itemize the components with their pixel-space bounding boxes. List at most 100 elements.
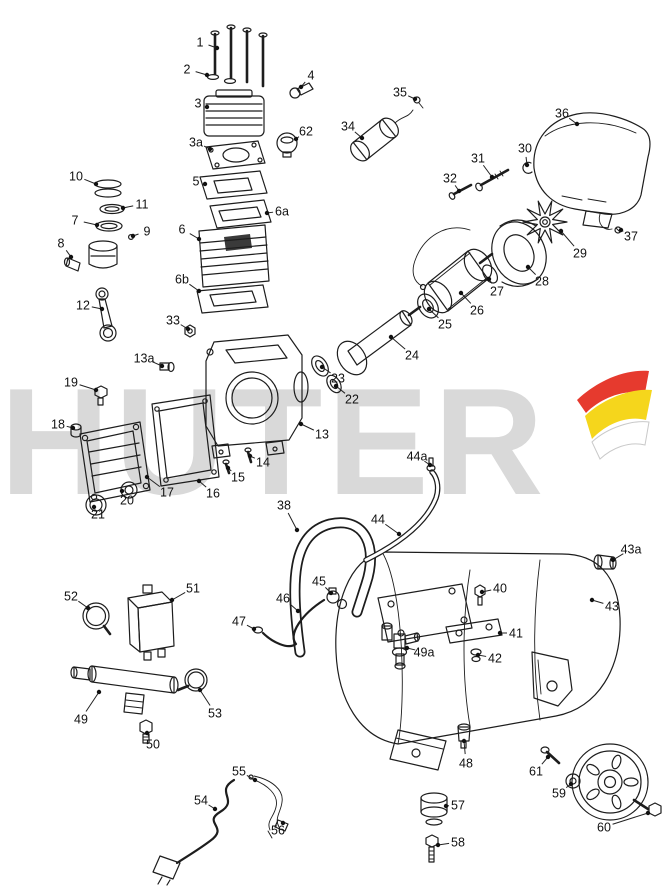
leader-line-17 [146, 476, 161, 488]
leader-line-49 [85, 691, 100, 712]
part-label-32: 32 [443, 172, 457, 186]
part-label-4: 4 [308, 69, 315, 83]
part-label-6: 6 [179, 223, 186, 237]
part-24-crankshaft [336, 305, 422, 376]
part-label-58: 58 [451, 836, 465, 850]
part-label-19: 19 [64, 376, 78, 390]
part-label-31: 31 [471, 152, 485, 166]
leader-dot-34 [359, 135, 365, 141]
part-label-62: 62 [299, 125, 313, 139]
part-11-piston-ring [99, 203, 125, 215]
part-43a-plug [593, 554, 617, 570]
part-40-bolt [474, 584, 486, 606]
part-27-wave-washer [481, 264, 499, 284]
part-label-9: 9 [144, 225, 151, 239]
part-motor-mount-plate [377, 583, 473, 643]
leader-dot-36 [574, 121, 580, 127]
part-49-outlet-manifold [70, 665, 179, 715]
part-label-23: 23 [331, 372, 345, 386]
part-label-43: 43 [605, 600, 619, 614]
part-label-56: 56 [271, 824, 285, 838]
leader-dot-44 [396, 531, 402, 537]
leader-dot-43a [610, 557, 616, 563]
leader-dot-25 [426, 306, 432, 312]
part-5-valve-plate [199, 170, 268, 200]
leader-dot-18 [70, 425, 76, 431]
part-label-29: 29 [573, 247, 587, 261]
part-label-25: 25 [438, 318, 452, 332]
part-16-cover-gasket [151, 394, 220, 487]
leader-dot-44a [427, 462, 433, 468]
part-label-40: 40 [493, 582, 507, 596]
part-41-bracket [445, 618, 503, 644]
part-label-50: 50 [146, 738, 160, 752]
leader-line-31 [482, 164, 493, 178]
part-58-foot-bolt [425, 834, 439, 863]
part-23-bearing [311, 355, 329, 377]
part-label-20: 20 [120, 494, 134, 508]
leader-dot-59 [568, 781, 574, 787]
part-rear-axle-bracket [531, 651, 573, 707]
part-label-36: 36 [555, 107, 569, 121]
part-label-44a: 44a [407, 450, 428, 464]
part-label-12: 12 [76, 299, 90, 313]
leader-dot-62 [293, 136, 299, 142]
part-label-13: 13 [315, 428, 329, 442]
part-label-61: 61 [529, 765, 543, 779]
leader-line-38 [287, 512, 298, 531]
leader-dot-21 [91, 504, 97, 510]
part-label-57: 57 [451, 799, 465, 813]
leader-dot-5 [202, 181, 208, 187]
part-label-54: 54 [194, 794, 208, 808]
part-label-8: 8 [58, 237, 65, 251]
part-label-18: 18 [51, 418, 65, 432]
leader-dot-6a [264, 210, 270, 216]
leader-dot-37 [618, 227, 624, 233]
part-label-38: 38 [277, 499, 291, 513]
leader-dot-27 [486, 276, 492, 282]
part-label-45: 45 [312, 575, 326, 589]
part-29-fan [522, 200, 568, 244]
part-22-seal [326, 374, 342, 394]
part-label-11: 11 [136, 198, 149, 212]
part-17-crankcase-cover [79, 421, 151, 503]
part-label-43a: 43a [621, 543, 642, 557]
part-57-rubber-foot [420, 792, 448, 826]
leader-dot-43 [589, 597, 595, 603]
part-label-7: 7 [72, 214, 79, 228]
part-34-capacitor [350, 109, 414, 162]
leader-dot-7 [94, 222, 100, 228]
leader-dot-47 [251, 626, 257, 632]
leader-dot-41 [497, 630, 503, 636]
brand-flag-icon [577, 370, 652, 460]
leader-dot-46 [295, 608, 301, 614]
leader-dot-33 [185, 326, 191, 332]
leader-line-29 [560, 230, 575, 247]
part-label-24: 24 [405, 349, 419, 363]
part-label-6a: 6a [275, 205, 289, 219]
part-26-rotor [423, 248, 494, 314]
part-6b-base-gasket [196, 284, 269, 314]
part-label-6b: 6b [175, 273, 189, 287]
part-12-connecting-rod [95, 287, 117, 342]
leader-dot-15 [225, 465, 231, 471]
part-6-cylinder [198, 224, 270, 288]
part-label-15: 15 [231, 471, 245, 485]
part-1-head-bolts [210, 24, 268, 88]
part-30-circlip [522, 161, 533, 174]
part-label-1: 1 [197, 36, 204, 50]
leader-dot-35 [412, 96, 418, 102]
part-label-16: 16 [206, 487, 220, 501]
leader-dot-49a [404, 645, 410, 651]
leader-dot-14 [247, 453, 253, 459]
part-3a-head-gasket [205, 140, 266, 170]
part-label-42: 42 [488, 652, 502, 666]
part-32-bolt [448, 183, 473, 200]
part-label-13a: 13a [134, 352, 155, 366]
part-label-49a: 49a [414, 646, 435, 660]
part-52-gauge [82, 602, 112, 636]
leader-dot-56 [280, 820, 286, 826]
leader-dot-45 [328, 590, 334, 596]
part-21-oil-cap [85, 494, 107, 516]
